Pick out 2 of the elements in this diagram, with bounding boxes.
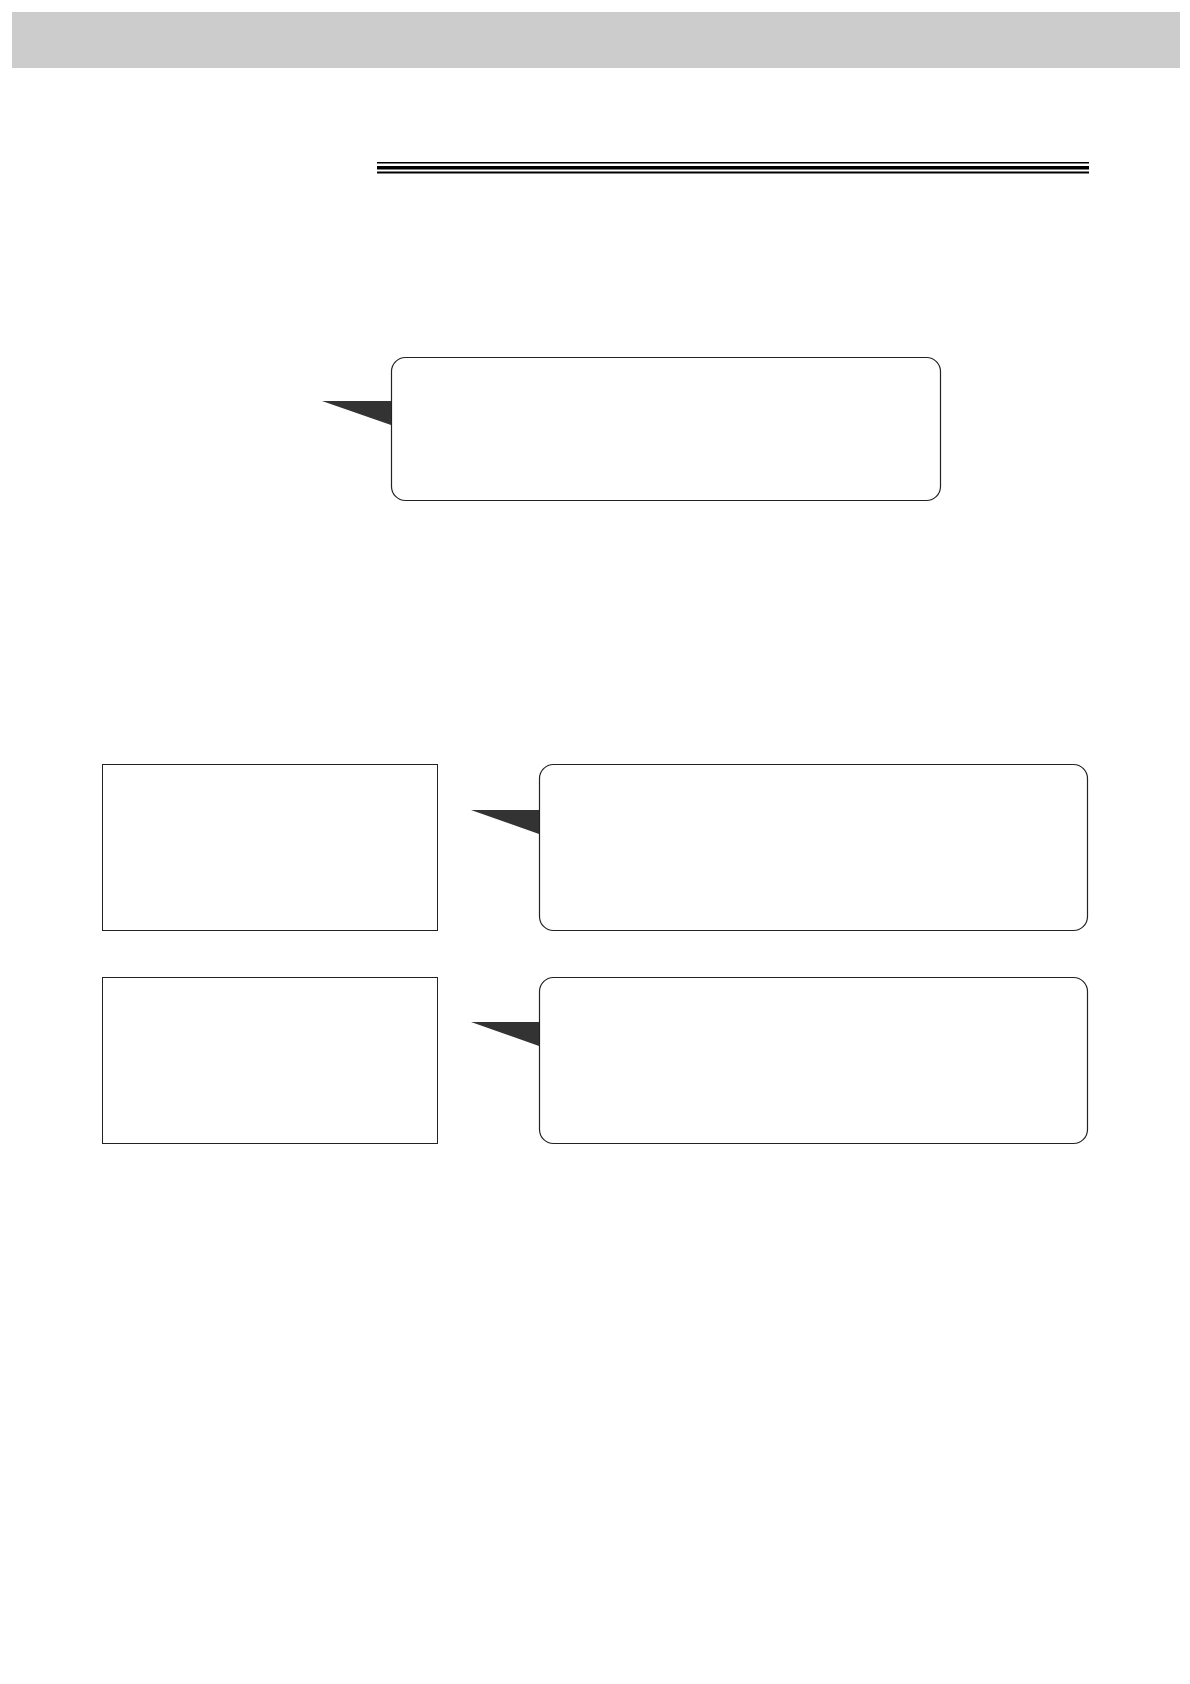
empty-box	[102, 764, 438, 931]
empty-box	[102, 977, 438, 1144]
